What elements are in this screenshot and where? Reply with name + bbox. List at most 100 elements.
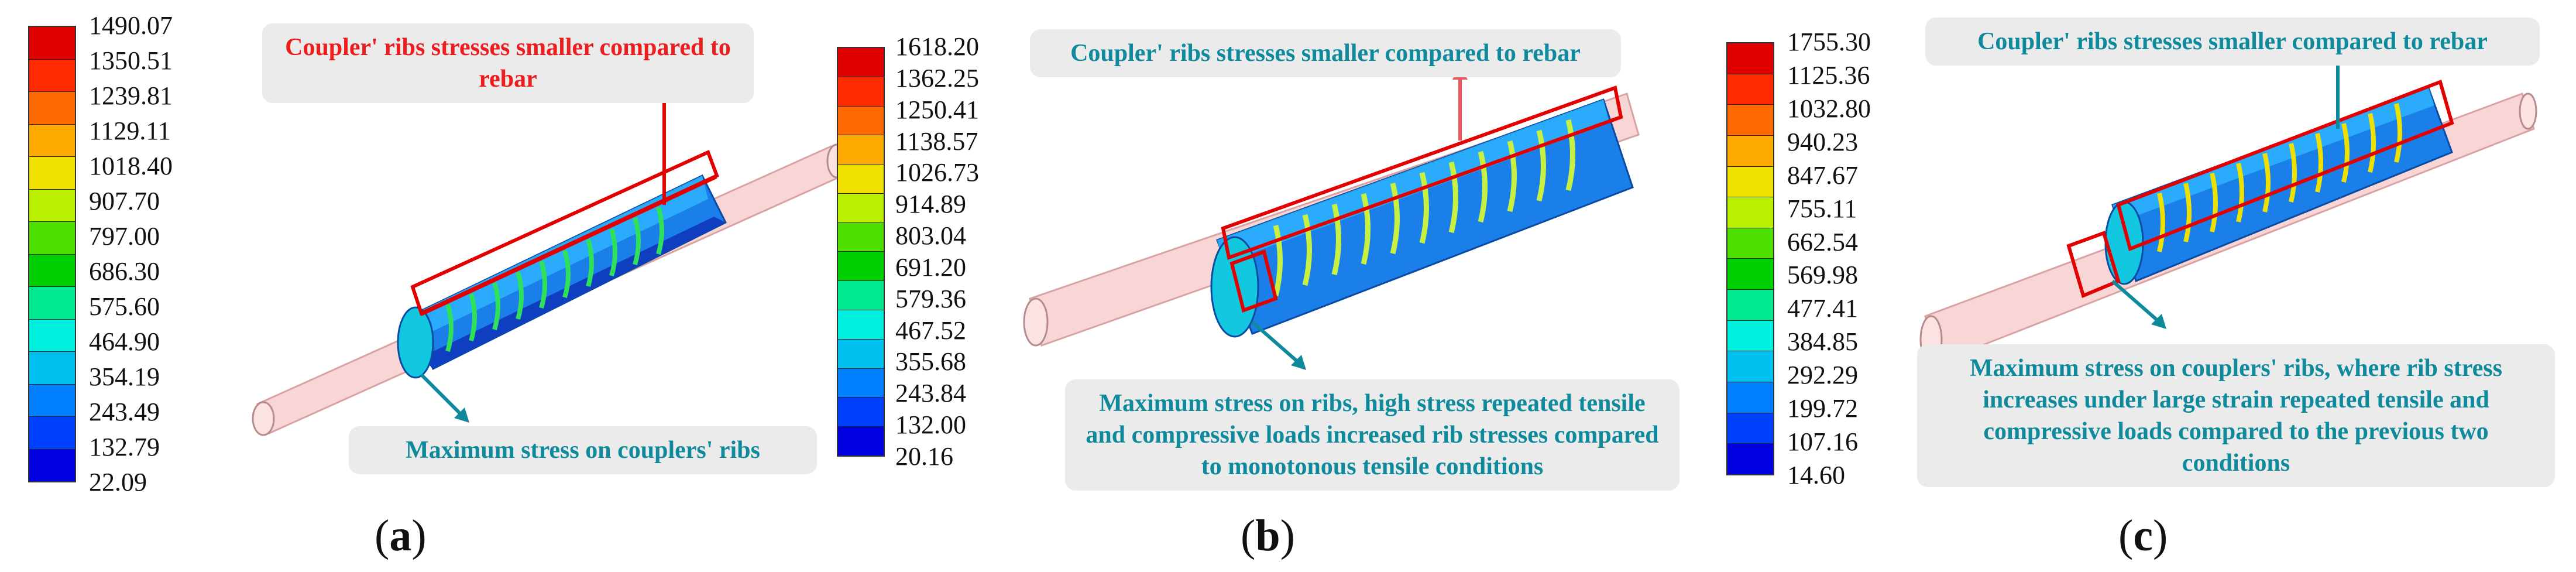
legend-swatch [838, 368, 884, 398]
legend-tick-labels-c: 1755.30 1125.36 1032.80 940.23 847.67 755.11 6… [1787, 29, 1898, 488]
legend-swatch [1727, 413, 1773, 444]
legend-swatch [29, 189, 75, 222]
legend-tick-label: 1138.57 [895, 126, 978, 156]
legend-swatch [1727, 382, 1773, 413]
legend-tick-label: 1129.11 [89, 117, 171, 145]
panel-label-b: (b) [1241, 511, 1295, 560]
coupler-model-a [252, 88, 847, 436]
callout-bottom-b: Maximum stress on ribs, high stress repe… [1065, 379, 1679, 491]
legend-swatch [838, 281, 884, 311]
legend-swatch [29, 287, 75, 320]
highlight-box-c [2116, 80, 2454, 252]
coupler-model-b [1023, 64, 1640, 370]
legend-tick-label: 20.16 [895, 442, 953, 471]
legend-tick-label: 132.79 [89, 433, 160, 461]
legend-swatch [838, 252, 884, 282]
legend-swatch [838, 48, 884, 77]
legend-swatch [29, 157, 75, 190]
legend-tick-label: 914.89 [895, 190, 966, 219]
legend-tick-label: 467.52 [895, 316, 966, 345]
legend-tick-label: 1026.73 [895, 158, 979, 187]
legend-swatch [1727, 228, 1773, 259]
legend-swatch [29, 449, 75, 481]
callout-bottom-c: Maximum stress on couplers' ribs, where … [1917, 344, 2555, 487]
highlight-box-c-lower [2066, 231, 2121, 299]
legend-swatch [1727, 105, 1773, 136]
legend-swatch [838, 310, 884, 340]
legend-tick-label: 1018.40 [89, 152, 173, 180]
stress-legend-c: 1755.30 1125.36 1032.80 940.23 847.67 755.11 6… [1726, 29, 1902, 493]
legend-tick-label: 1362.25 [895, 63, 979, 93]
coupler-ribs-b [1273, 119, 1575, 297]
legend-swatch [29, 124, 75, 157]
legend-tick-label: 686.30 [89, 257, 160, 286]
coupler-body-a [397, 174, 727, 379]
legend-color-bar-c [1726, 42, 1774, 475]
legend-swatch [29, 59, 75, 92]
callout-top-b: Coupler' ribs stresses smaller compared … [1030, 29, 1621, 77]
legend-swatch [1727, 351, 1773, 383]
legend-tick-label: 1755.30 [1787, 28, 1871, 56]
legend-tick-label: 1032.80 [1787, 94, 1871, 123]
legend-swatch [1727, 259, 1773, 290]
legend-tick-label: 384.85 [1787, 327, 1858, 357]
legend-tick-label: 355.68 [895, 347, 966, 376]
legend-tick-label: 755.11 [1787, 194, 1857, 223]
legend-swatch [1727, 197, 1773, 228]
coupler-ribs-c [2157, 103, 2402, 252]
highlight-box-b-lower [1229, 249, 1278, 313]
coupler-ribs-a [445, 206, 664, 352]
legend-tick-label: 569.98 [1787, 261, 1858, 290]
legend-tick-label: 847.67 [1787, 160, 1858, 190]
legend-swatch [838, 106, 884, 136]
legend-swatch [838, 135, 884, 165]
legend-swatch [1727, 444, 1773, 474]
legend-tick-label: 579.36 [895, 284, 966, 313]
legend-tick-label: 1125.36 [1787, 60, 1870, 90]
legend-swatch [29, 352, 75, 385]
legend-swatch [838, 398, 884, 427]
legend-swatch [838, 339, 884, 369]
panel-c: 1755.30 1125.36 1032.80 940.23 847.67 755.11 6… [1709, 0, 2576, 572]
legend-tick-label: 1239.81 [89, 81, 173, 110]
legend-swatch [29, 319, 75, 352]
legend-color-bar-a [28, 26, 76, 482]
legend-tick-label: 354.19 [89, 362, 160, 391]
legend-tick-label: 292.29 [1787, 361, 1858, 390]
legend-swatch [1727, 135, 1773, 167]
callout-bottom-a: Maximum stress on couplers' ribs [349, 426, 817, 474]
legend-tick-label: 107.16 [1787, 427, 1858, 457]
legend-tick-label: 14.60 [1787, 461, 1845, 489]
legend-tick-label: 243.84 [895, 379, 966, 408]
legend-swatch [29, 254, 75, 287]
legend-swatch [29, 27, 75, 60]
callout-top-a: Coupler' ribs stresses smaller compared … [262, 23, 754, 103]
legend-tick-label: 662.54 [1787, 227, 1858, 256]
legend-swatch [29, 222, 75, 255]
panel-label-c: (c) [2118, 511, 2168, 560]
legend-swatch [29, 384, 75, 417]
legend-tick-label: 797.00 [89, 222, 160, 251]
legend-swatch [838, 222, 884, 252]
legend-tick-label: 803.04 [895, 221, 966, 251]
legend-tick-label: 575.60 [89, 292, 160, 321]
legend-color-bar-b [837, 47, 885, 457]
coupler-body-c [2104, 87, 2453, 285]
legend-swatch [1727, 320, 1773, 352]
legend-tick-label: 940.23 [1787, 127, 1858, 156]
legend-tick-label: 907.70 [89, 187, 160, 215]
legend-swatch [1727, 43, 1773, 74]
legend-tick-label: 243.49 [89, 398, 160, 426]
legend-tick-label: 22.09 [89, 468, 147, 496]
highlight-box-b [1221, 85, 1623, 260]
legend-swatch [29, 417, 75, 450]
legend-tick-label: 691.20 [895, 252, 966, 282]
coupler-model-c [1919, 47, 2537, 365]
legend-tick-label: 464.90 [89, 327, 160, 356]
